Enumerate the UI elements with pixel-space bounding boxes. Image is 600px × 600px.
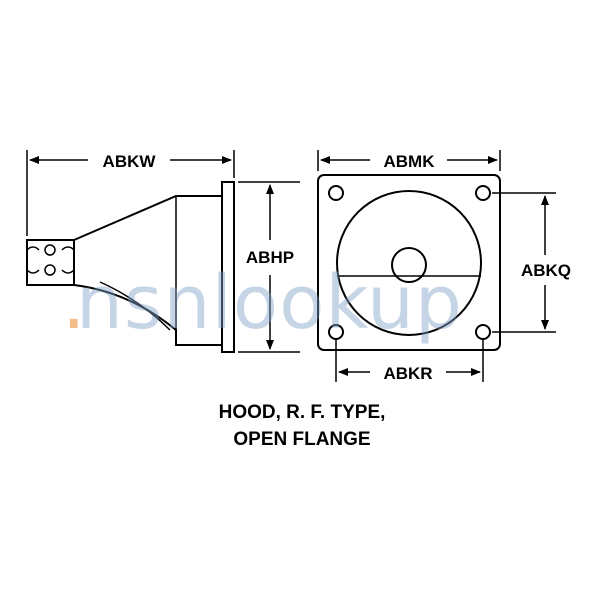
- waveguide-hole-upper: [44, 244, 56, 256]
- dim-label-abhp: ABHP: [246, 248, 294, 267]
- waveguide-hole-lower: [44, 264, 56, 276]
- caption-line-1: HOOD, R. F. TYPE,: [219, 402, 386, 423]
- dim-label-abmk: ABMK: [384, 152, 436, 171]
- front-view: [317, 174, 501, 351]
- dim-label-abkr: ABKR: [383, 364, 432, 383]
- mounting-hole-tl: [328, 185, 344, 201]
- center-bore: [391, 247, 427, 283]
- dimension-abhp: ABHP: [238, 181, 300, 353]
- side-view: [26, 181, 235, 353]
- horn-aperture: [336, 190, 482, 336]
- flange-front: [317, 174, 501, 351]
- flange-side: [221, 181, 235, 353]
- dimension-abkw: ABKW: [26, 150, 235, 236]
- dim-label-abkw: ABKW: [103, 152, 157, 171]
- dim-label-abkq: ABKQ: [521, 261, 571, 280]
- dimension-abkq: ABKQ: [492, 192, 571, 333]
- caption: HOOD, R. F. TYPE, OPEN FLANGE: [219, 402, 386, 450]
- caption-line-2: OPEN FLANGE: [233, 429, 370, 450]
- dimension-abmk: ABMK: [317, 150, 501, 171]
- watermark-text: nsnlookup: [76, 260, 463, 346]
- mounting-hole-br: [475, 324, 491, 340]
- watermark: . nsnlookup: [62, 260, 463, 346]
- mounting-hole-tr: [475, 185, 491, 201]
- mounting-hole-bl: [328, 324, 344, 340]
- watermark-dot: .: [62, 260, 86, 346]
- dimension-abkr: ABKR: [335, 340, 484, 383]
